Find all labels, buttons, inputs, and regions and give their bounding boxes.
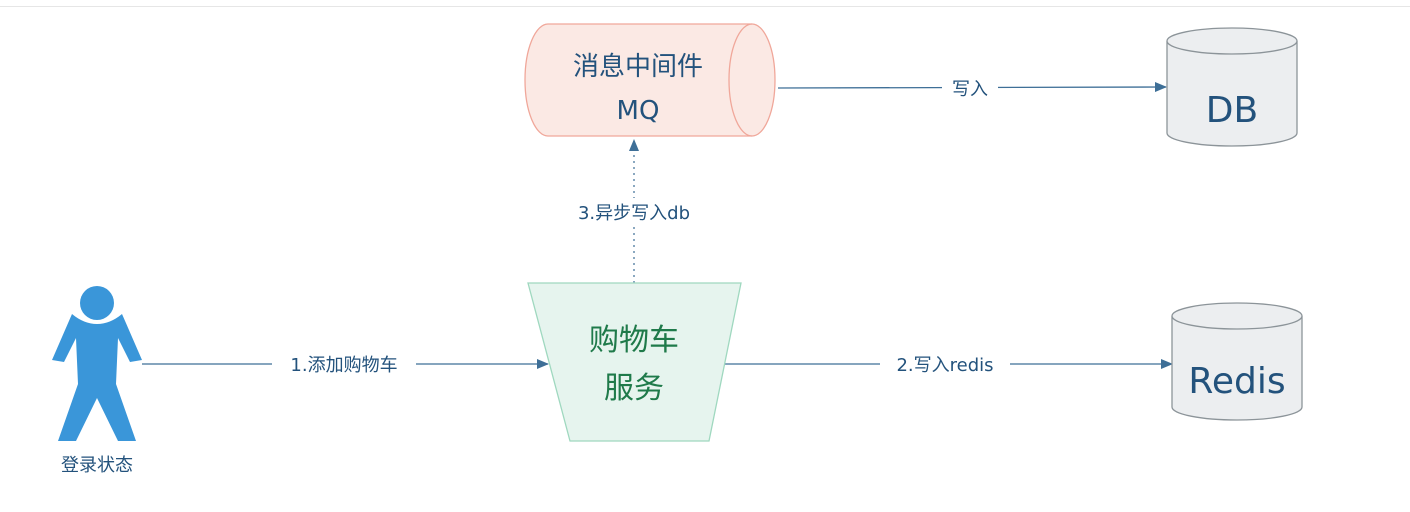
edge-write-redis: 2.写入redis xyxy=(720,350,1173,378)
mq-subtitle: MQ xyxy=(617,96,660,126)
mq-cylinder-end xyxy=(728,23,753,137)
edge-label-async-db: 3.异步写入db xyxy=(578,203,690,224)
edge-label-bg xyxy=(560,198,710,226)
redis-node: Redis xyxy=(1171,302,1303,421)
cart-service-subtitle: 服务 xyxy=(604,371,664,406)
edge-label-add-to-cart: 1.添加购物车 xyxy=(290,355,397,376)
top-divider xyxy=(0,6,1410,7)
edge-label-write-db: 写入 xyxy=(952,79,988,100)
mq-title: 消息中间件 xyxy=(573,52,703,82)
redis-label: Redis xyxy=(1188,361,1285,402)
cart-service-shape xyxy=(527,282,742,442)
db-cylinder-top xyxy=(1166,27,1298,55)
mq-node: 消息中间件 MQ xyxy=(524,23,776,137)
person-icon xyxy=(52,286,142,441)
edge-label-write-redis: 2.写入redis xyxy=(896,355,993,376)
edge-add-to-cart: 1.添加购物车 xyxy=(142,350,549,378)
db-cylinder-body xyxy=(1166,41,1298,147)
edge-label-bg xyxy=(880,350,1010,378)
db-label: DB xyxy=(1206,90,1258,131)
edge-write-db: 写入 xyxy=(777,74,1167,102)
edge-label-bg xyxy=(272,350,416,378)
redis-cylinder-top xyxy=(1171,302,1303,330)
edge-async-db: 3.异步写入db xyxy=(560,139,710,283)
user-label: 登录状态 xyxy=(61,455,133,476)
user-node: 登录状态 xyxy=(52,286,142,476)
redis-cylinder-body xyxy=(1171,316,1303,421)
db-node: DB xyxy=(1166,27,1298,147)
edge-label-bg xyxy=(942,74,998,102)
cart-service-title: 购物车 xyxy=(589,323,679,358)
cart-service-node: 购物车 服务 xyxy=(527,282,742,442)
